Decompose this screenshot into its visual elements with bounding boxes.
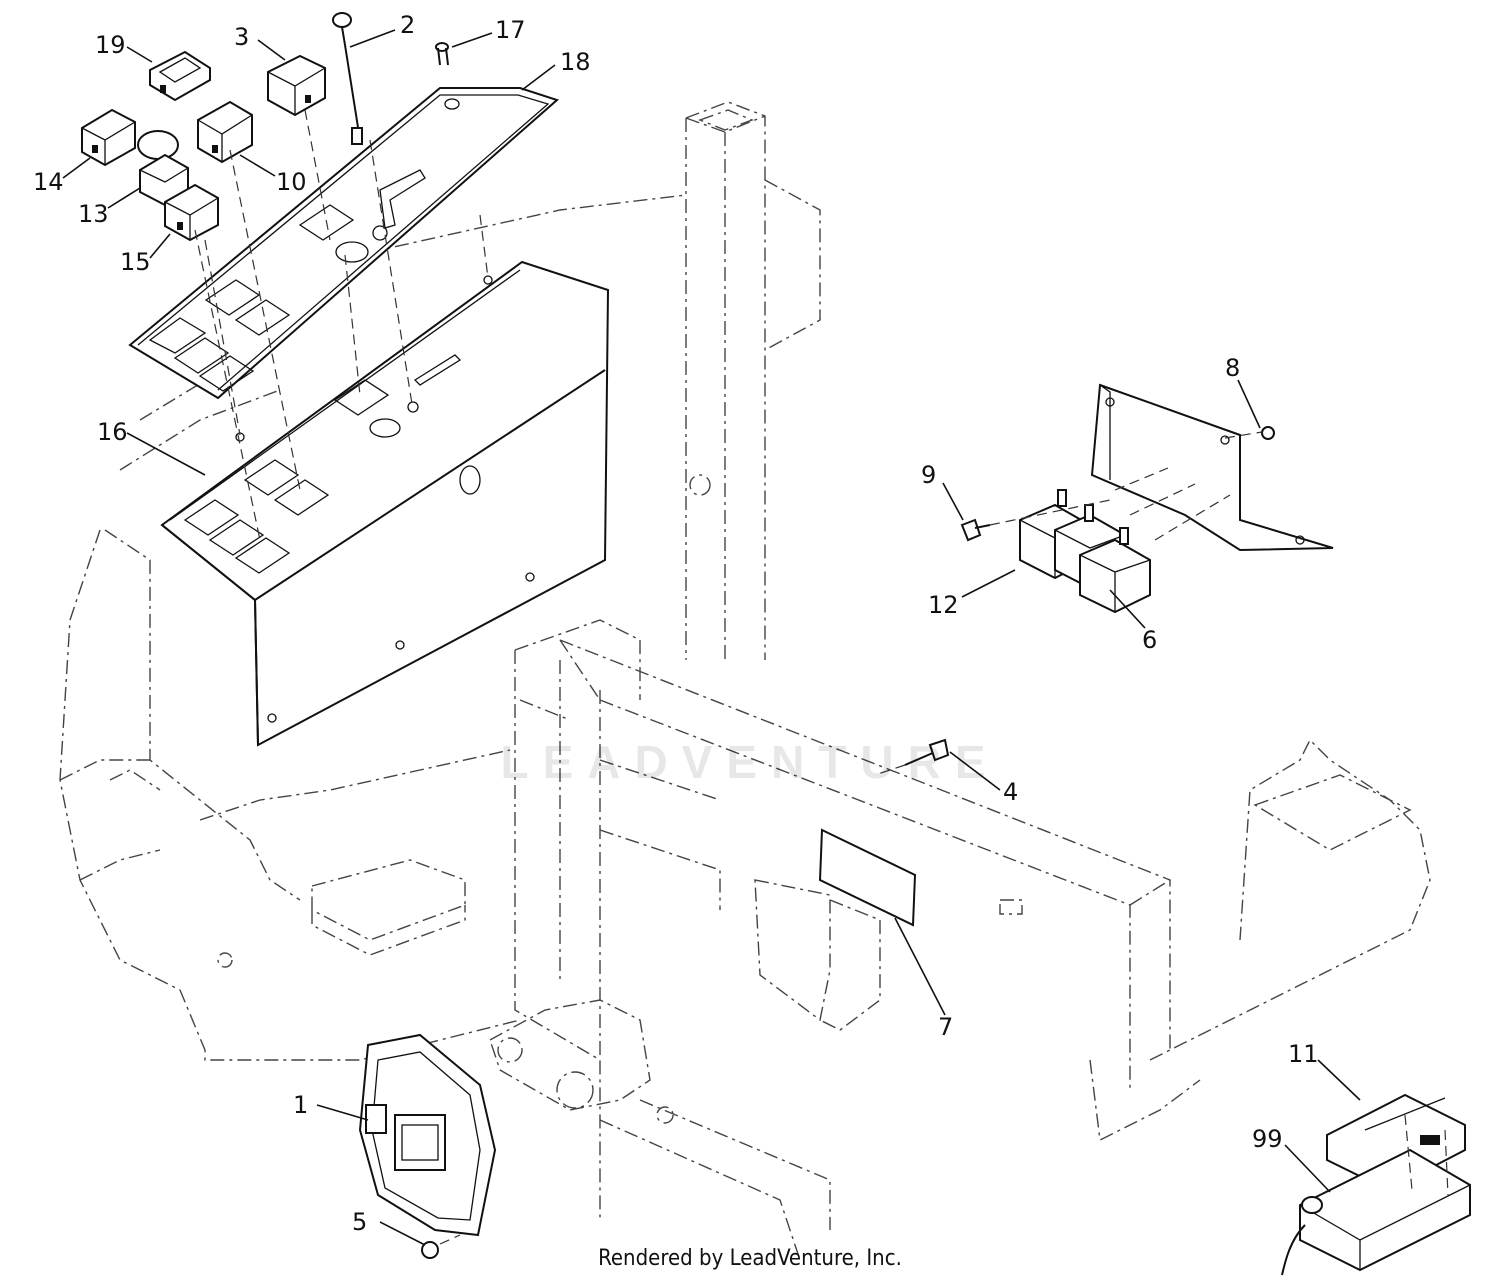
switch-14 xyxy=(81,108,136,167)
control-panel-housing xyxy=(160,260,610,747)
switch-10 xyxy=(197,100,253,164)
switch-19 xyxy=(149,50,211,102)
switch-15 xyxy=(164,183,219,242)
callout-labels: 19 3 2 17 18 14 10 13 15 16 8 9 12 6 4 7… xyxy=(33,11,1319,1236)
relay-6 xyxy=(1079,527,1151,614)
footer-credit: Rendered by LeadVenture, Inc. xyxy=(598,1246,902,1271)
switch-13-mushroom xyxy=(137,130,189,207)
callout-17: 17 xyxy=(495,16,526,44)
kit-box-99 xyxy=(1281,1148,1471,1276)
callout-18: 18 xyxy=(560,48,591,76)
callout-15: 15 xyxy=(120,248,151,276)
callout-14: 14 xyxy=(33,168,64,196)
callout-1: 1 xyxy=(293,1091,308,1119)
frame-phantom-outline xyxy=(59,101,1431,1261)
callout-leaders xyxy=(62,29,1361,1246)
callout-13: 13 xyxy=(78,200,109,228)
callout-2: 2 xyxy=(400,11,415,39)
screw-17 xyxy=(435,42,449,66)
callout-11: 11 xyxy=(1288,1040,1319,1068)
callout-10: 10 xyxy=(276,168,307,196)
callout-5: 5 xyxy=(352,1208,367,1236)
controller-module xyxy=(358,1033,497,1259)
callout-7: 7 xyxy=(938,1013,953,1041)
callout-16: 16 xyxy=(97,418,128,446)
switch-3 xyxy=(267,54,326,117)
screw-9 xyxy=(960,518,991,542)
callout-8: 8 xyxy=(1225,354,1240,382)
panel-plate xyxy=(128,87,559,400)
callout-99: 99 xyxy=(1252,1125,1283,1153)
decal-7 xyxy=(818,828,917,927)
callout-9: 9 xyxy=(921,461,936,489)
callout-19: 19 xyxy=(95,31,126,59)
antenna-2 xyxy=(332,12,363,145)
alignment-lines xyxy=(194,109,1449,1245)
watermark: LEADVENTURE xyxy=(500,736,1000,788)
callout-12: 12 xyxy=(928,591,959,619)
relay-bracket xyxy=(1090,383,1334,552)
callout-4: 4 xyxy=(1003,778,1018,806)
nut-8 xyxy=(1261,426,1275,440)
callout-6: 6 xyxy=(1142,626,1157,654)
callout-3: 3 xyxy=(234,23,249,51)
bolt-4 xyxy=(904,738,950,766)
